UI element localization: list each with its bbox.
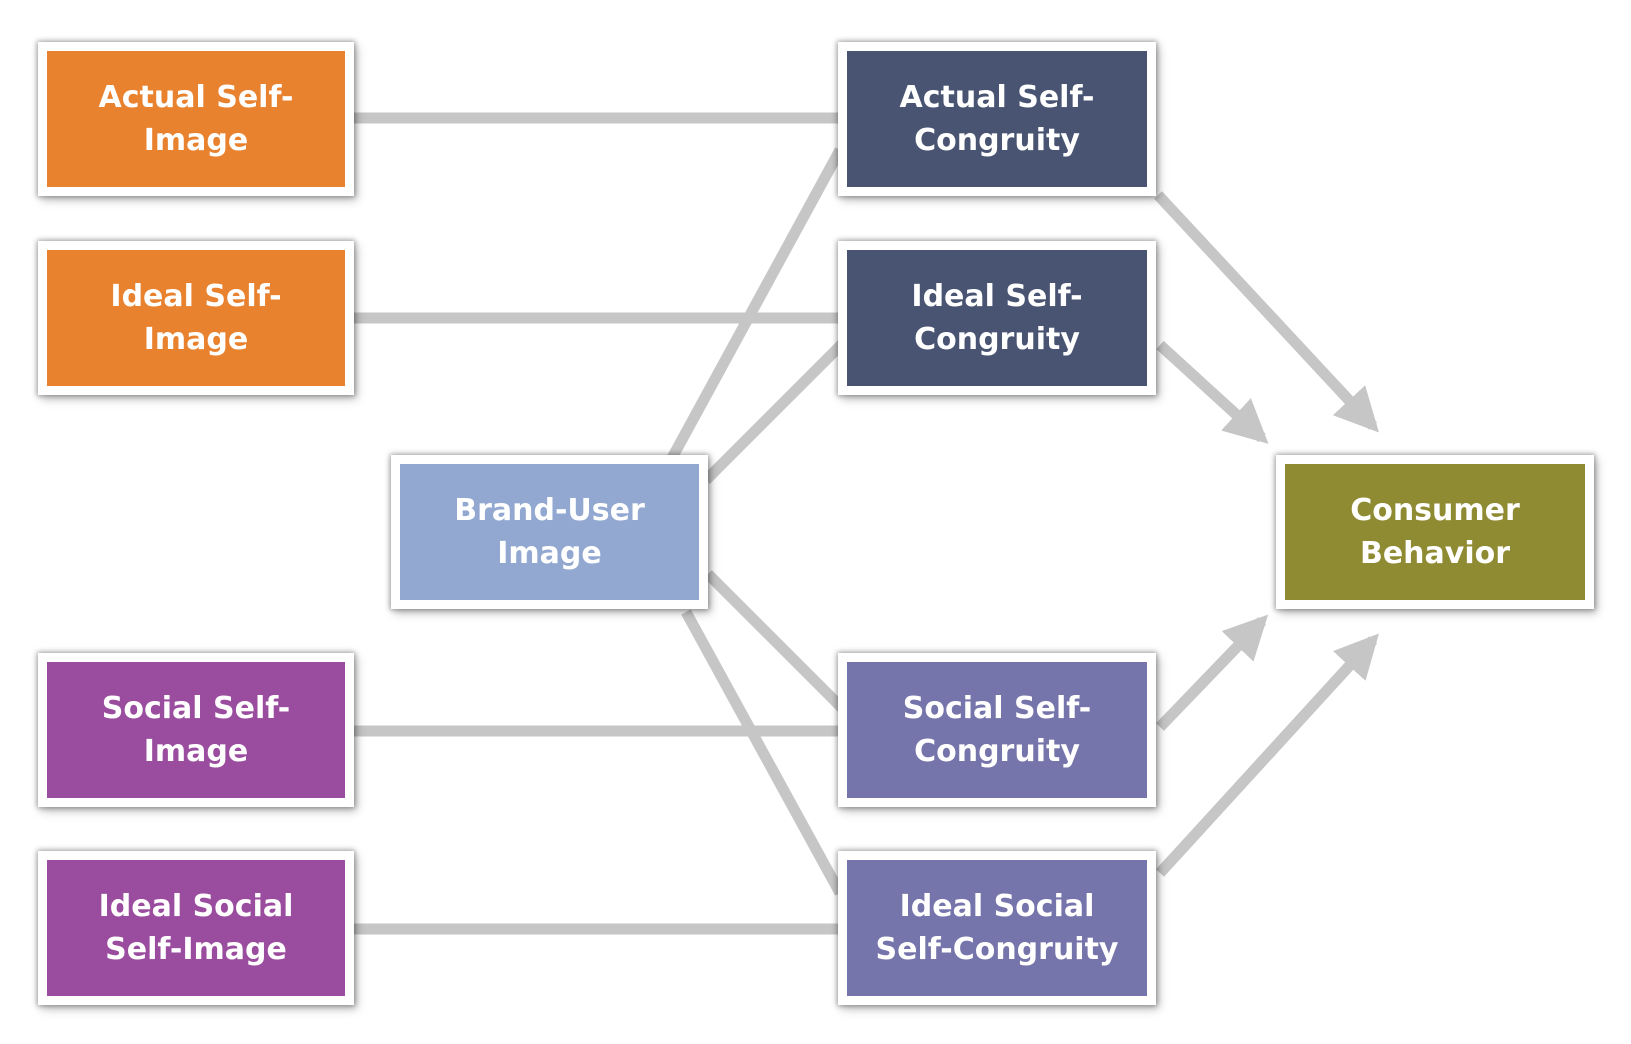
ideal-social-self-congruity-label: Ideal Social Self-Congruity bbox=[875, 889, 1119, 967]
ideal-self-congruity-label: Ideal Self- Congruity bbox=[911, 279, 1083, 357]
arrow-actual-self-congruity-to-consumer-behavior bbox=[1153, 191, 1379, 433]
social-self-image-box: Social Self- Image bbox=[38, 653, 354, 807]
brand-user-image-box: Brand-User Image bbox=[391, 455, 708, 609]
actual-self-congruity-box: Actual Self- Congruity bbox=[838, 42, 1156, 196]
connector-brand-user-to-ideal-social-self-congruity bbox=[681, 609, 845, 896]
actual-self-congruity-label: Actual Self- Congruity bbox=[899, 80, 1095, 158]
social-self-congruity-box: Social Self- Congruity bbox=[838, 653, 1156, 807]
social-self-image-label: Social Self- Image bbox=[101, 691, 291, 769]
ideal-social-self-image-label: Ideal Social Self-Image bbox=[98, 889, 294, 967]
arrow-ideal-social-self-congruity-to-consumer-behavior bbox=[1155, 633, 1379, 877]
actual-self-image-label: Actual Self- Image bbox=[98, 80, 294, 158]
ideal-social-self-image-box: Ideal Social Self-Image bbox=[38, 851, 354, 1005]
consumer-behavior-box: Consumer Behavior bbox=[1276, 455, 1594, 609]
arrow-ideal-self-congruity-to-consumer-behavior bbox=[1156, 340, 1269, 444]
actual-self-image-box: Actual Self- Image bbox=[38, 42, 354, 196]
connector-brand-user-to-ideal-self-congruity bbox=[702, 339, 847, 484]
ideal-self-congruity-box: Ideal Self- Congruity bbox=[838, 241, 1156, 395]
ideal-self-image-label: Ideal Self- Image bbox=[110, 279, 282, 357]
arrow-social-self-congruity-to-consumer-behavior bbox=[1156, 614, 1269, 731]
social-self-congruity-label: Social Self- Congruity bbox=[902, 691, 1092, 769]
connector-brand-user-to-social-self-congruity bbox=[704, 570, 847, 713]
consumer-behavior-label: Consumer Behavior bbox=[1350, 493, 1520, 571]
connector-brand-user-to-actual-self-congruity bbox=[667, 147, 845, 461]
ideal-social-self-congruity-box: Ideal Social Self-Congruity bbox=[838, 851, 1156, 1005]
ideal-self-image-box: Ideal Self- Image bbox=[38, 241, 354, 395]
brand-user-image-label: Brand-User Image bbox=[454, 493, 645, 571]
